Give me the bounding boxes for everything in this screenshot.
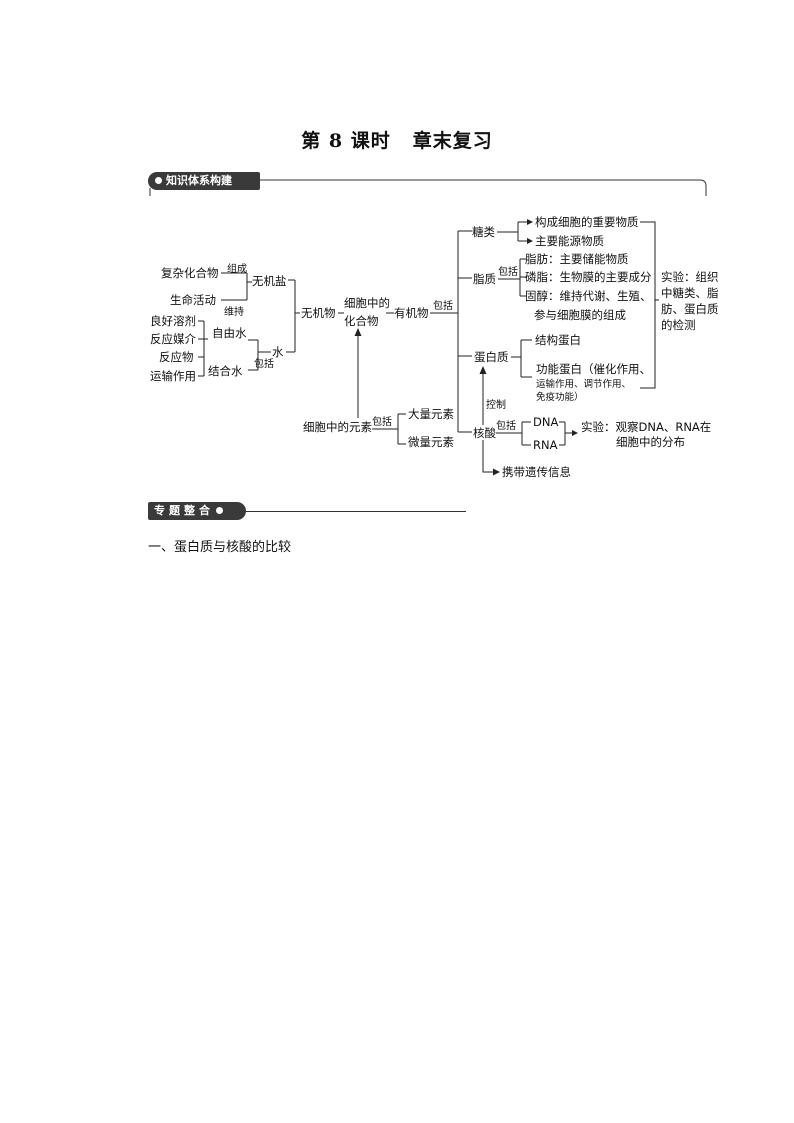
bullet-dot-icon bbox=[155, 176, 162, 184]
lipid-item-fat: 脂肪：主要储能物质 bbox=[525, 252, 629, 266]
arrow-right-icon bbox=[527, 219, 533, 225]
label-include-na: 包括 bbox=[496, 419, 516, 432]
node-lipid: 脂质 bbox=[473, 272, 496, 286]
node-reaction-medium: 反应媒介 bbox=[150, 332, 196, 346]
node-complex-compound: 复杂化合物 bbox=[161, 266, 219, 280]
node-cell-elements: 细胞中的元素 bbox=[303, 420, 372, 434]
label-compose: 组成 bbox=[227, 262, 247, 275]
title-chapter-review: 章末复习 bbox=[412, 130, 493, 152]
label-control: 控制 bbox=[486, 398, 506, 411]
node-reactant: 反应物 bbox=[159, 350, 194, 364]
protein-item-structural: 结构蛋白 bbox=[535, 333, 581, 347]
exp-right-line1: 实验：组织 bbox=[661, 270, 719, 284]
node-nucleic-acid: 核酸 bbox=[473, 426, 496, 440]
node-organic: 有机物 bbox=[394, 306, 429, 320]
exp-right-line3: 肪、蛋白质 bbox=[661, 302, 719, 316]
lipid-item-sterol: 固醇：维持代谢、生殖、 bbox=[525, 289, 652, 303]
node-good-solvent: 良好溶剂 bbox=[150, 314, 196, 328]
node-rna: RNA bbox=[533, 438, 558, 452]
arrow-up-icon bbox=[354, 328, 362, 336]
protein-item-functional-3: 免疫功能） bbox=[536, 391, 584, 403]
lipid-item-membrane: 参与细胞膜的组成 bbox=[534, 308, 626, 322]
na-experiment-line2: 细胞中的分布 bbox=[616, 435, 685, 449]
node-inorganic: 无机物 bbox=[301, 306, 336, 320]
section-divider bbox=[242, 511, 466, 512]
node-sugar: 糖类 bbox=[472, 225, 495, 239]
node-transport: 运输作用 bbox=[150, 369, 196, 383]
node-dna: DNA bbox=[533, 415, 558, 429]
node-protein: 蛋白质 bbox=[474, 350, 509, 364]
label-include-elements: 包括 bbox=[372, 415, 392, 428]
protein-item-functional: 功能蛋白（催化作用、 bbox=[536, 362, 651, 376]
arrow-right-icon bbox=[493, 468, 500, 476]
arrow-right-icon bbox=[572, 430, 578, 436]
node-cell-compound-line2: 化合物 bbox=[344, 314, 379, 328]
node-trace-elements: 微量元素 bbox=[408, 435, 454, 449]
page-title: 第 8 课时章末复习 bbox=[0, 126, 794, 153]
subsection-heading: 一、蛋白质与核酸的比较 bbox=[148, 540, 292, 555]
arrow-right-icon bbox=[527, 238, 533, 244]
exp-right-line4: 的检测 bbox=[661, 318, 696, 332]
lipid-item-phospholipid: 磷脂：生物膜的主要成分 bbox=[525, 270, 652, 284]
node-inorganic-salt: 无机盐 bbox=[252, 274, 287, 288]
node-free-water: 自由水 bbox=[212, 326, 247, 340]
exp-right-line2: 中糖类、脂 bbox=[661, 286, 719, 300]
bullet-dot-icon bbox=[216, 506, 223, 514]
sugar-item-structure: 构成细胞的重要物质 bbox=[535, 215, 639, 229]
protein-item-functional-2: 运输作用、调节作用、 bbox=[536, 378, 631, 390]
label-include-water: 包括 bbox=[254, 357, 274, 370]
node-cell-compound-line1: 细胞中的 bbox=[344, 296, 390, 310]
knowledge-system-badge: 知识体系构建 bbox=[148, 172, 260, 190]
node-macro-elements: 大量元素 bbox=[408, 407, 454, 421]
na-experiment-line1: 实验：观察DNA、RNA在 bbox=[581, 420, 711, 434]
concept-map: 复杂化合物 生命活动 组成 维持 无机盐 良好溶剂 反应媒介 反应物 运输作用 … bbox=[150, 215, 719, 479]
sugar-item-energy: 主要能源物质 bbox=[535, 234, 604, 248]
section-frame bbox=[149, 179, 707, 196]
node-bound-water: 结合水 bbox=[208, 364, 243, 378]
node-life-activity: 生命活动 bbox=[170, 293, 216, 307]
label-include-lipid: 包括 bbox=[498, 265, 518, 278]
node-water: 水 bbox=[272, 345, 284, 359]
title-lesson: 第 8 课时 bbox=[301, 130, 391, 152]
arrow-up-icon bbox=[479, 366, 487, 374]
topic-integration-badge: 专题整合 bbox=[148, 502, 246, 520]
label-maintain: 维持 bbox=[224, 305, 244, 318]
node-genetic-info: 携带遗传信息 bbox=[502, 465, 571, 479]
label-include-organic: 包括 bbox=[433, 299, 453, 312]
